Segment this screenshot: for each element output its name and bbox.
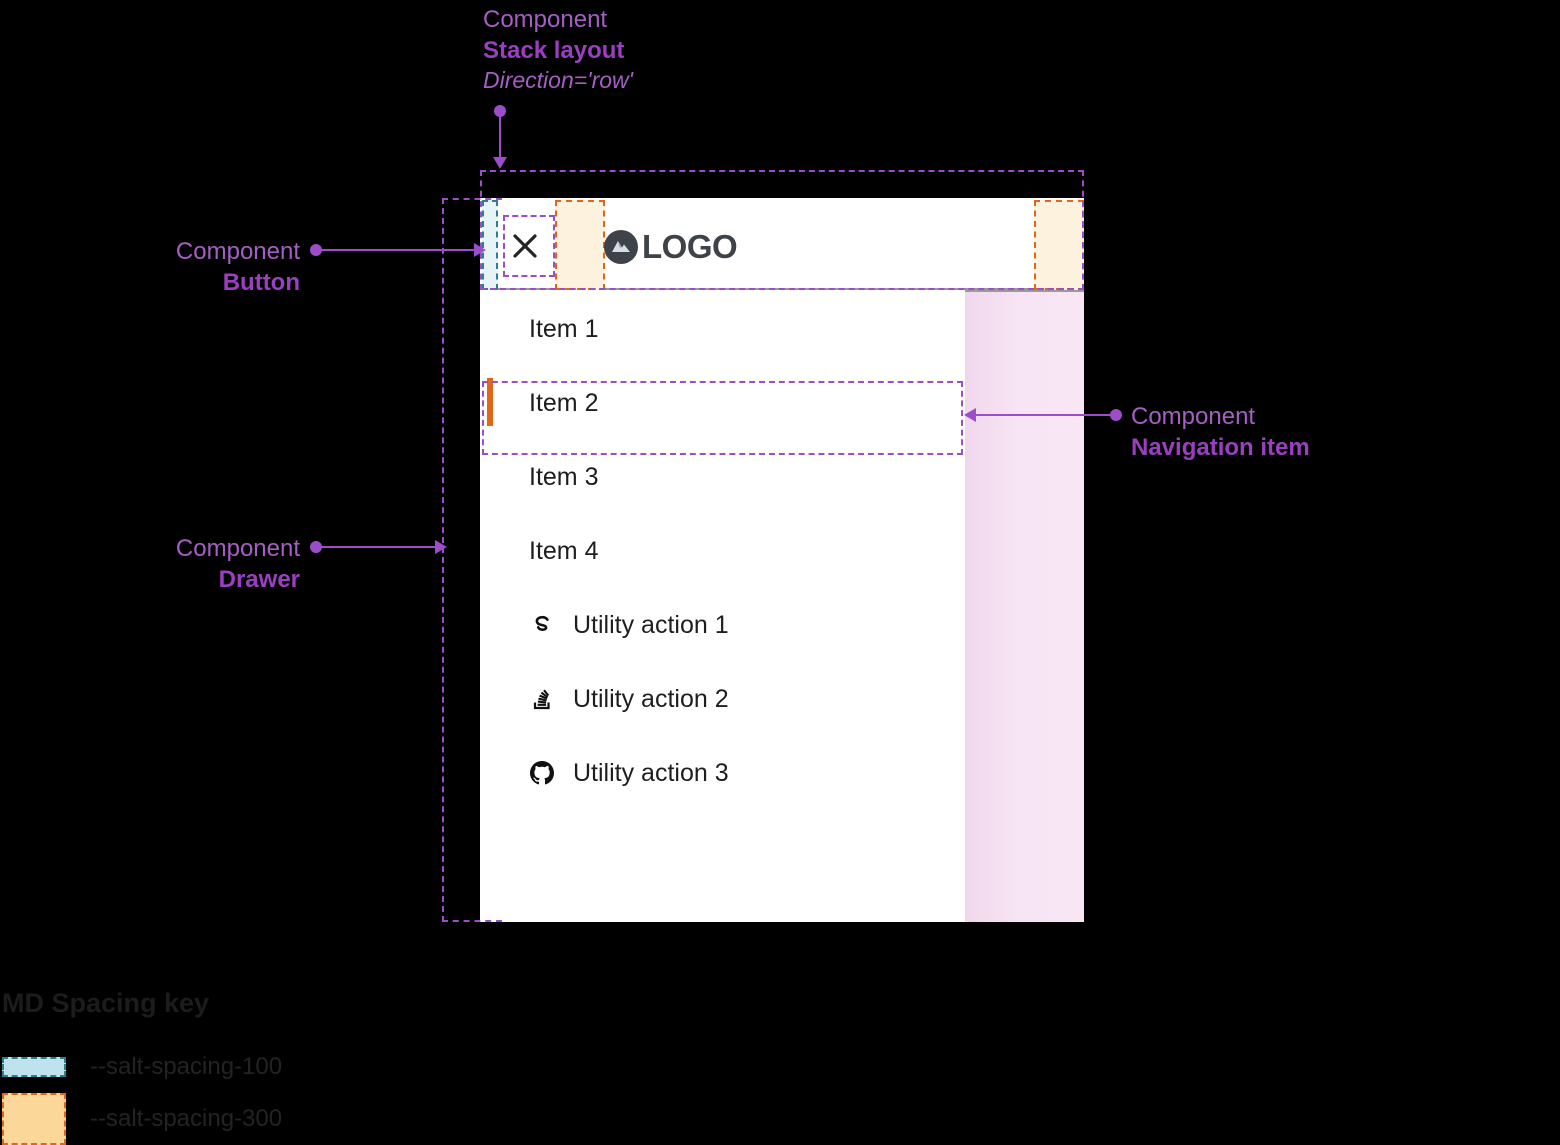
connector-arrow-stack-layout [493,157,507,169]
connector-line-stack-layout [499,111,501,159]
annotation-drawer: Component Drawer [0,534,300,595]
logo-mark-icon [604,230,638,264]
annotation-stack-layout: Component Stack layout Direction='row' [483,5,633,96]
annotation-button: Component Button [0,237,300,298]
mountain-icon [612,241,630,252]
nav-item-2[interactable]: Item 2 [480,366,965,440]
nav-item-label: Item 1 [529,314,599,343]
drawer-nav-list: Item 1 Item 2 Item 3 Item 4 Utility acti… [480,292,965,810]
nav-item-label: Item 3 [529,462,599,491]
nav-item-3[interactable]: Item 3 [480,440,965,514]
utility-action-3[interactable]: Utility action 3 [480,736,965,810]
spacing-key-row-300: --salt-spacing-300 [0,1093,500,1145]
annotation-kind: Component [483,6,608,33]
annotation-name: Drawer [218,565,300,593]
nav-item-label: Item 2 [529,388,599,417]
spacing-key: MD Spacing key --salt-spacing-100 --salt… [0,988,500,1145]
annotation-navigation-item: Component Navigation item [1131,402,1310,463]
close-button[interactable] [505,226,545,266]
nav-item-1[interactable]: Item 1 [480,292,965,366]
utility-action-label: Utility action 2 [573,684,729,713]
connector-dot-navigation-item [1110,409,1122,421]
annotation-kind: Component [175,535,300,562]
nav-item-4[interactable]: Item 4 [480,514,965,588]
nav-item-label: Item 4 [529,536,599,565]
close-icon [513,234,537,258]
spacing-300-swatch [2,1093,66,1145]
drawer-scrim [965,292,1084,922]
connector-line-drawer [320,546,438,548]
stack-overflow-icon [529,686,555,712]
connector-arrow-button [474,243,486,257]
utility-action-label: Utility action 1 [573,610,729,639]
connector-line-navigation-item [976,414,1112,416]
utility-action-label: Utility action 3 [573,758,729,787]
annotation-name: Stack layout [483,36,625,64]
annotation-name: Button [222,268,300,296]
annotation-name: Navigation item [1131,433,1310,461]
spacing-100-swatch [2,1057,66,1077]
connector-line-button [320,249,477,251]
spacing-300-right-end [1034,200,1084,290]
github-icon [529,760,555,786]
spacing-300-after-button [555,200,605,290]
spacing-100-token: --salt-spacing-100 [90,1053,283,1080]
annotation-kind: Component [175,238,300,265]
logo-text: LOGO [642,228,738,265]
spacing-key-title: MD Spacing key [2,988,210,1018]
annotation-prop: Direction='row' [483,67,634,94]
utility-action-1[interactable]: Utility action 1 [480,588,965,662]
scrim-top-border [965,290,1084,292]
utility-action-2[interactable]: Utility action 2 [480,662,965,736]
connector-arrow-drawer [435,540,447,554]
annotation-kind: Component [1131,403,1256,430]
spacing-key-row-100: --salt-spacing-100 [0,1041,500,1093]
connector-arrow-navigation-item [964,408,976,422]
connector-dot-button [310,244,322,256]
salt-logo-icon [529,612,555,638]
connector-dot-drawer [310,541,322,553]
spacing-300-token: --salt-spacing-300 [90,1105,283,1132]
active-indicator [487,378,493,426]
app-logo: LOGO [604,228,738,266]
